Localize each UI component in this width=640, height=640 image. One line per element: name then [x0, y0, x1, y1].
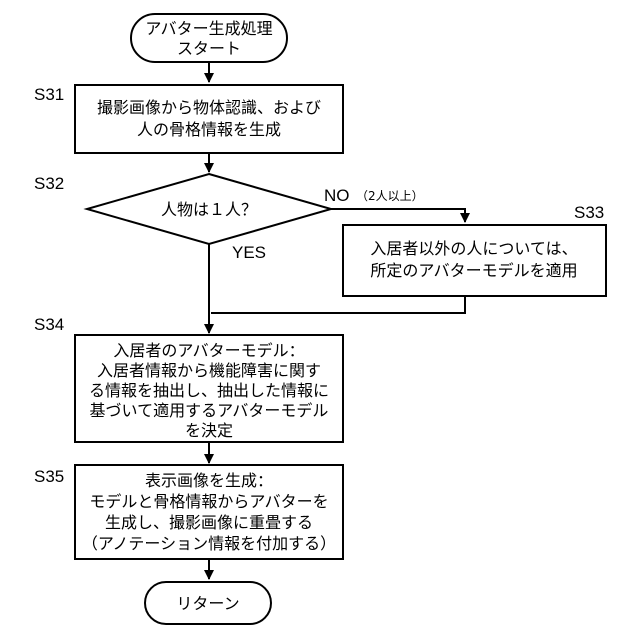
step-label-s32: S32	[34, 174, 64, 193]
s33-text-line: 入居者以外の人については、	[370, 239, 577, 258]
step-label-s33: S33	[574, 203, 604, 222]
branch-no-note: （2人以上）	[356, 189, 424, 203]
s34-text-line: を決定	[185, 421, 233, 440]
s32-text-line: 人物は１人？	[161, 200, 257, 219]
s34-text-line: る情報を抽出し、抽出した情報に	[89, 381, 329, 400]
s31-text-line: 撮影画像から物体認識、および	[97, 98, 321, 117]
process-s33: S33 入居者以外の人については、 所定のアバターモデルを適用	[343, 203, 606, 296]
s35-text-line: モデルと骨格情報からアバターを	[89, 492, 328, 511]
end-terminator: リターン	[145, 582, 271, 624]
s34-text-line: 基づいて適用するアバターモデル	[90, 401, 329, 420]
s31-text-line: 人の骨格情報を生成	[137, 120, 281, 139]
s34-text-line: 入居者のアバターモデル：	[113, 341, 304, 360]
process-s35: S35 表示画像を生成： モデルと骨格情報からアバターを 生成し、撮影画像に重畳…	[34, 465, 343, 559]
step-label-s34: S34	[34, 315, 64, 334]
end-text: リターン	[176, 594, 239, 613]
s35-text-line: 表示画像を生成：	[145, 471, 273, 490]
arrow-s32-no-to-s33	[331, 209, 465, 222]
s35-text-line: （アノテーション情報を付加する）	[82, 534, 336, 553]
step-label-s35: S35	[34, 467, 64, 486]
s35-text-line: 生成し、撮影画像に重畳する	[105, 513, 313, 532]
connector-s33-merge	[211, 296, 465, 313]
s33-text-line: 所定のアバターモデルを適用	[370, 261, 577, 280]
step-label-s31: S31	[34, 85, 64, 104]
process-s34: S34 入居者のアバターモデル： 入居者情報から機能障害に関す る情報を抽出し、…	[34, 315, 343, 442]
branch-no-label: NO	[324, 186, 350, 205]
start-text-line: スタート	[177, 39, 241, 58]
branch-yes-label: YES	[232, 243, 266, 262]
s34-text-line: 入居者情報から機能障害に関す	[97, 361, 321, 380]
start-terminator: アバター生成処理 スタート	[131, 14, 287, 62]
start-text-line: アバター生成処理	[145, 19, 272, 38]
process-s31: S31 撮影画像から物体認識、および 人の骨格情報を生成	[34, 85, 343, 153]
